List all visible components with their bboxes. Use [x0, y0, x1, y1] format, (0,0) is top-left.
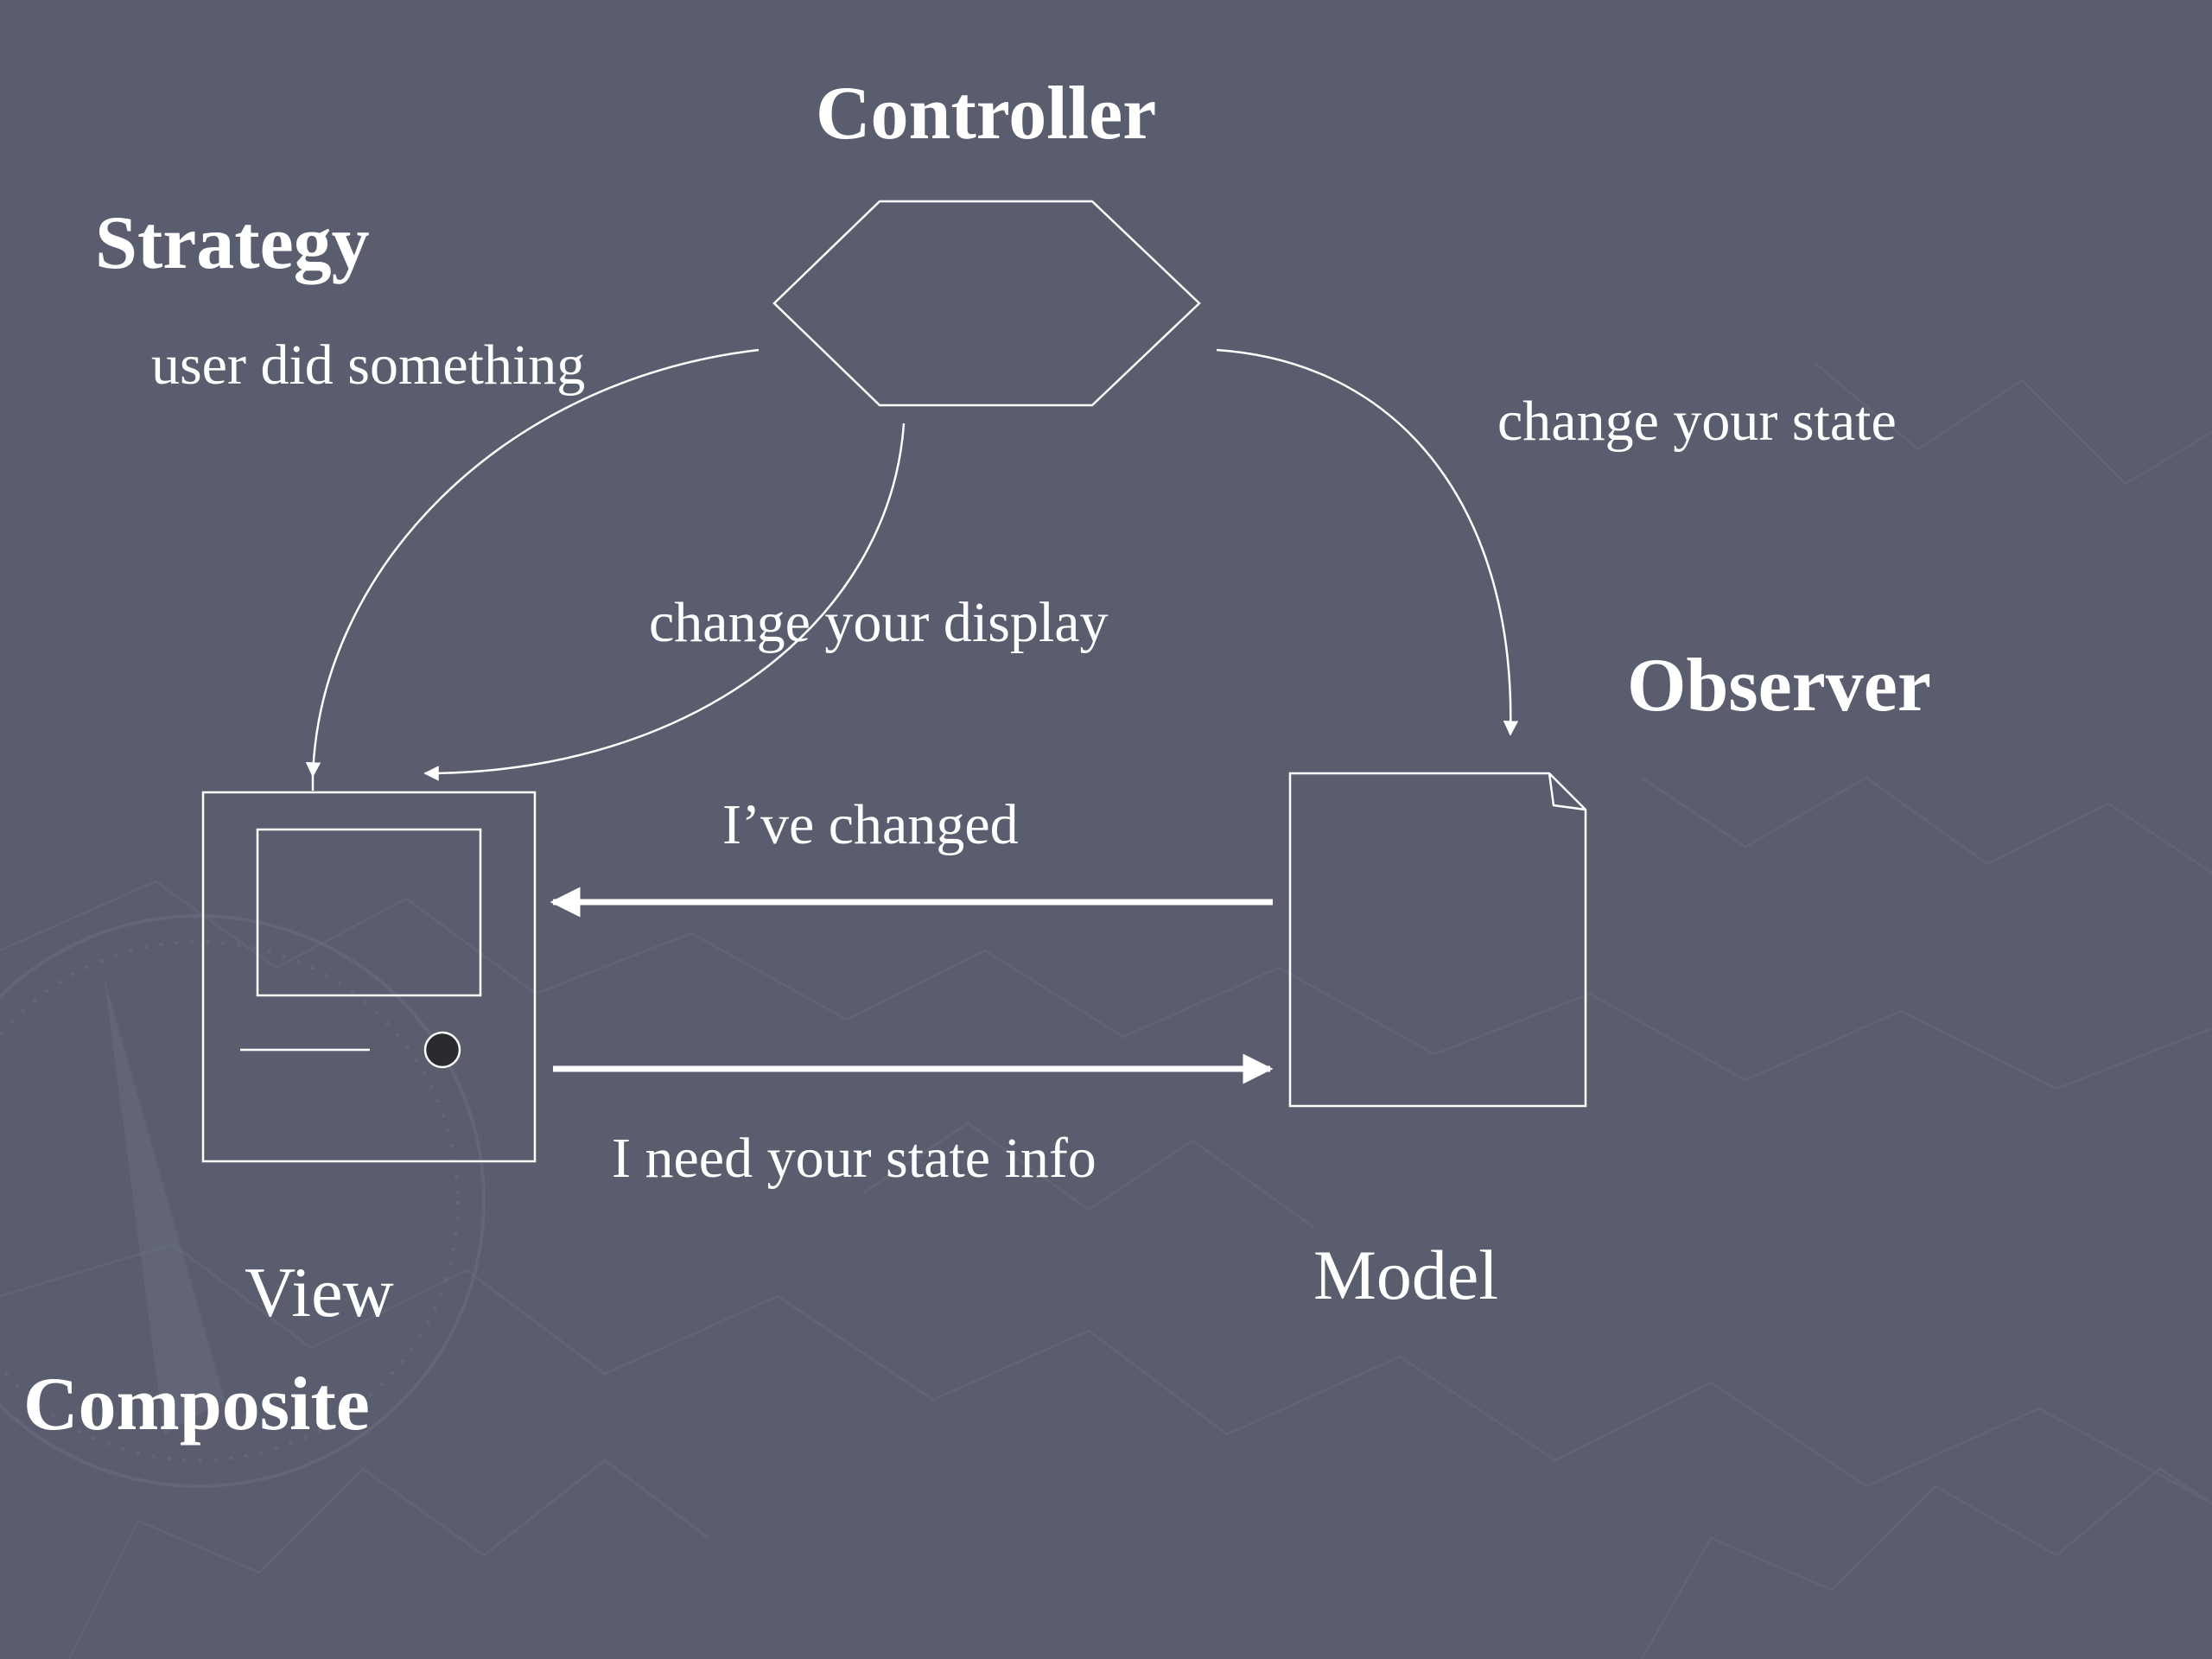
message-change-your-state: change your state — [1497, 390, 1897, 453]
model-label: Model — [1313, 1236, 1499, 1314]
pattern-label-composite: Composite — [23, 1363, 370, 1446]
arrow-change-your-state — [1216, 348, 1519, 736]
view-label: View — [245, 1253, 394, 1332]
model-document-icon — [1288, 772, 1587, 1108]
pattern-label-strategy: Strategy — [95, 201, 370, 285]
view-computer-icon — [201, 791, 537, 1163]
message-change-your-display: change your display — [649, 591, 1109, 654]
arrow-user-did-something — [305, 348, 760, 778]
message-ive-changed: I’ve changed — [722, 793, 1019, 856]
message-need-state-info: I need your state info — [612, 1127, 1096, 1190]
pattern-label-controller: Controller — [816, 72, 1157, 156]
controller-hexagon — [772, 200, 1201, 407]
message-user-did-something: user did something — [151, 334, 586, 397]
pattern-label-observer: Observer — [1627, 644, 1931, 728]
arrow-change-your-display — [423, 423, 906, 781]
